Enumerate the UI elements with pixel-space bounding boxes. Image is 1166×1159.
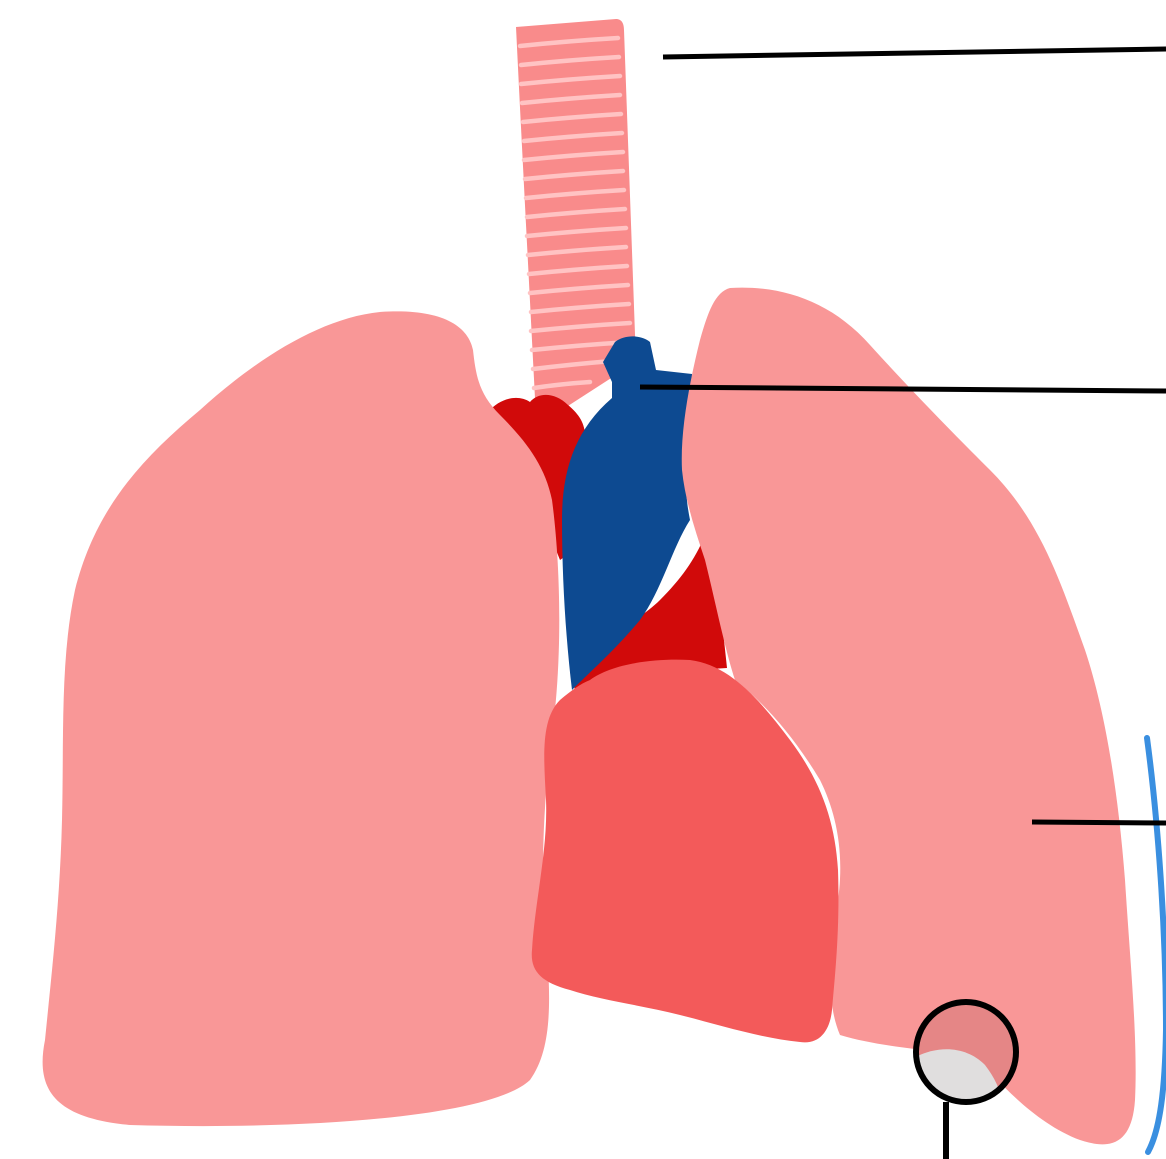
left-lung-leader <box>1032 822 1166 823</box>
trachea-leader <box>663 49 1166 57</box>
pleura-outline <box>1147 738 1166 1152</box>
right-lung <box>43 311 560 1126</box>
